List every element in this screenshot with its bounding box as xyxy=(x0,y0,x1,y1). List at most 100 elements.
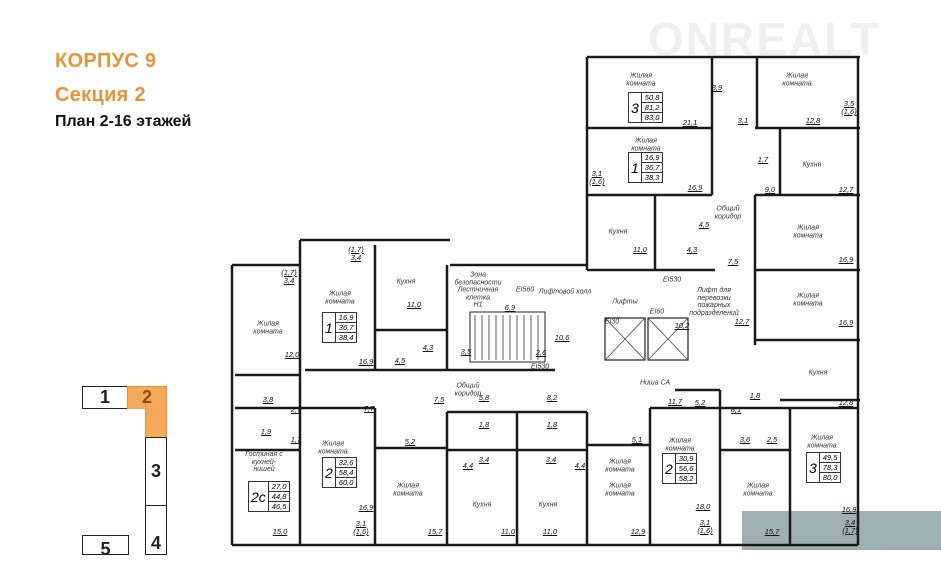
area-dimension: 3,1 (1,6) xyxy=(353,519,369,536)
room-label: EI530 xyxy=(662,276,682,284)
total-area-with-balcony: 80,0 xyxy=(822,473,838,482)
room-label: Жилая комната xyxy=(782,72,812,88)
room-label: Жилая комната xyxy=(253,320,283,336)
room-count: 2с xyxy=(249,482,269,511)
room-label: Кухня xyxy=(396,278,416,286)
area-dimension: 16,9 xyxy=(687,183,703,192)
area-dimension: 3,4 xyxy=(545,455,557,464)
area-dimension: 12,0 xyxy=(284,350,300,359)
area-dimension: 16,9 xyxy=(358,357,374,366)
total-area-with-balcony: 46,5 xyxy=(271,502,287,511)
area-dimension: 5,2 xyxy=(404,437,416,446)
room-label: Жилая комната xyxy=(807,434,837,450)
room-count: 2 xyxy=(663,454,676,483)
area-dimension: 1,7 xyxy=(290,435,302,444)
area-dimension: 6,9 xyxy=(504,303,516,312)
area-dimension: 9,0 xyxy=(764,185,776,194)
total-area-with-balcony: 60,0 xyxy=(338,478,354,487)
living-area: 50,8 xyxy=(641,93,663,103)
room-label: Зона безопасности Лестничная клетка Н1 xyxy=(454,271,502,309)
room-label: Гостиная с кухней- нишей xyxy=(245,450,283,473)
area-dimension: 16,9 xyxy=(358,503,374,512)
area-dimension: 3,6 xyxy=(739,435,751,444)
total-area: 56,6 xyxy=(675,464,697,474)
area-dimension: 12,7 xyxy=(838,185,854,194)
area-dimension: 4,3 xyxy=(686,245,698,254)
area-dimension: 12,9 xyxy=(630,527,646,536)
elevator-shaft xyxy=(647,317,689,361)
total-area: 58,4 xyxy=(335,468,357,478)
living-area: 49,5 xyxy=(819,453,841,463)
area-dimension: 7,5 xyxy=(433,395,445,404)
area-dimension: 21,1 xyxy=(682,118,698,127)
living-area: 32,6 xyxy=(335,458,357,468)
area-dimension: 10,6 xyxy=(554,333,570,342)
elevator-cross xyxy=(604,317,646,361)
room-label: Лифт для перевозки пожарных подразделени… xyxy=(689,287,739,317)
area-dimension: 3,5 xyxy=(460,347,472,356)
area-dimension: 2,5 xyxy=(766,435,778,444)
area-dimension: 16,9 xyxy=(838,255,854,264)
area-dimension: 1,8 xyxy=(478,420,490,429)
area-dimension: 7,7 xyxy=(363,404,375,413)
area-dimension: 1,7 xyxy=(757,155,769,164)
room-label: Жилая комната xyxy=(665,437,695,453)
area-dimension: 3,5 (1,6) xyxy=(841,99,857,116)
area-dimension: 18,0 xyxy=(695,502,711,511)
room-label: Кухня xyxy=(802,161,822,169)
room-label: Кухня xyxy=(808,369,828,377)
total-area-with-balcony: 38,3 xyxy=(644,173,660,182)
elevator-cross xyxy=(647,317,689,361)
room-count: 3 xyxy=(629,93,642,122)
area-dimension: 11,0 xyxy=(406,300,422,309)
area-dimension: 12,8 xyxy=(838,398,854,407)
area-dimension: 8,2 xyxy=(546,393,558,402)
area-dimension: 11,0 xyxy=(632,245,648,254)
watermark-band xyxy=(742,511,941,550)
room-label: Жилая комната xyxy=(318,440,348,456)
area-dimension: 3,4 xyxy=(478,455,490,464)
area-dimension: (1,7) 3,4 xyxy=(348,245,364,262)
area-dimension: 11,0 xyxy=(542,527,558,536)
total-area-with-balcony: 58,2 xyxy=(678,474,694,483)
staircase xyxy=(469,311,546,363)
area-dimension: 16,9 xyxy=(838,318,854,327)
area-dimension: 3,4 (1,7) xyxy=(842,518,858,535)
room-label: Жилая комната xyxy=(325,290,355,306)
area-dimension: (1,7) 3,4 xyxy=(281,268,297,285)
living-area: 16,9 xyxy=(335,313,357,323)
room-label: Лифты xyxy=(612,298,638,306)
area-dimension: 2,7 xyxy=(290,405,302,414)
area-dimension: 15,7 xyxy=(764,527,780,536)
room-label: EI530 xyxy=(530,363,550,371)
area-dimension: 4,5 xyxy=(394,356,406,365)
elevator-shaft xyxy=(604,317,646,361)
area-dimension: 2,6 xyxy=(535,348,547,357)
room-label: Жилая комната xyxy=(605,482,635,498)
area-dimension: 3,8 xyxy=(262,395,274,404)
area-dimension: 4,4 xyxy=(574,461,586,470)
area-dimension: 5,1 xyxy=(631,435,643,444)
section-2-selected[interactable]: 2 xyxy=(127,386,167,409)
room-label: Жилая комната xyxy=(626,72,656,88)
room-count: 1 xyxy=(629,153,642,182)
room-label: Кухня xyxy=(472,501,492,509)
room-label: Жилая комната xyxy=(793,224,823,240)
living-area: 27,0 xyxy=(268,482,290,492)
room-label: Общий коридор xyxy=(714,205,742,221)
room-label: Жилая комната xyxy=(393,482,423,498)
floor-plan-subtitle: План 2-16 этажей xyxy=(55,113,192,130)
total-area: 81,2 xyxy=(641,103,663,113)
area-dimension: 3,9 xyxy=(711,83,723,92)
area-dimension: 12,7 xyxy=(734,317,750,326)
area-dimension: 1,8 xyxy=(749,391,761,400)
section-3[interactable]: 3 xyxy=(145,437,167,506)
room-label: Кухня xyxy=(538,501,558,509)
area-dimension: 3,1 xyxy=(737,116,749,125)
building-title: КОРПУС 9 xyxy=(55,50,157,72)
